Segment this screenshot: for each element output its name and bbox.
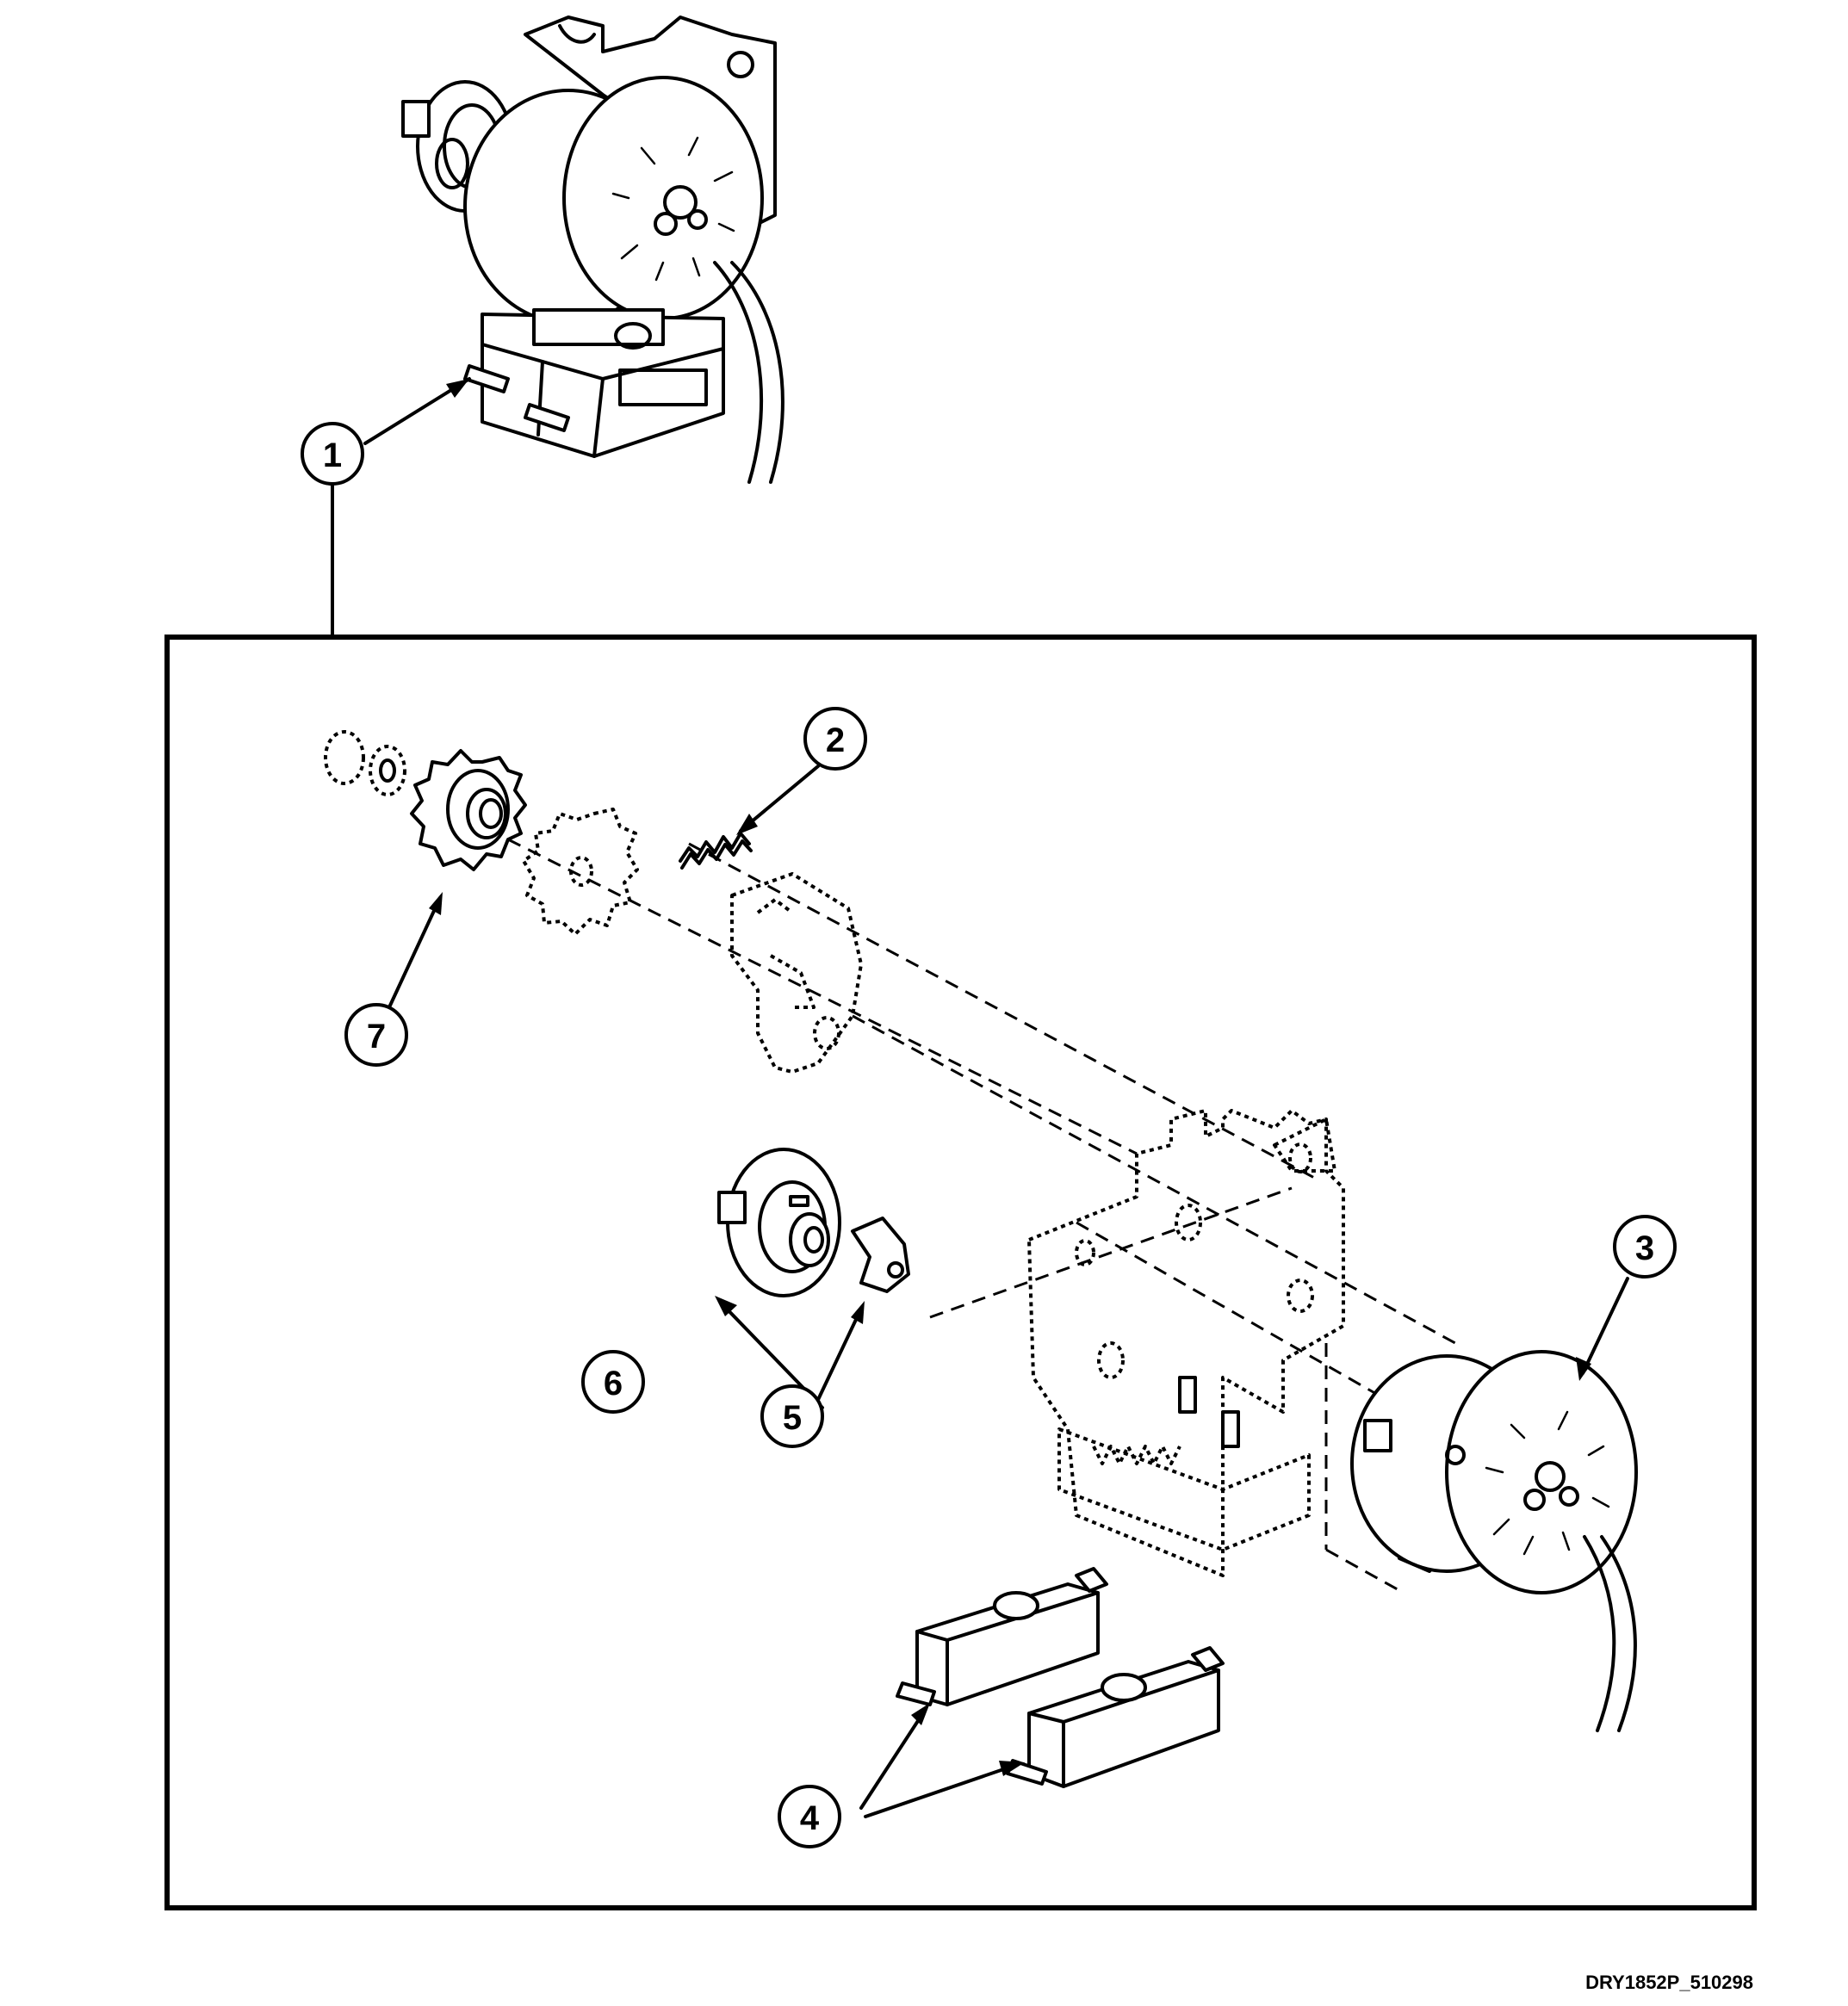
assembly-guide-lines	[507, 838, 1456, 1594]
callout-5-label: 5	[783, 1399, 802, 1437]
callout-3-label: 3	[1635, 1229, 1654, 1267]
phantom-gear	[522, 808, 639, 936]
callout-7: 7	[344, 1003, 408, 1067]
part-5-clip	[851, 1217, 910, 1293]
callout-2: 2	[803, 707, 867, 771]
part-4-switches	[896, 1567, 1225, 1788]
callout-3: 3	[1613, 1215, 1677, 1279]
callout-1-label: 1	[323, 436, 342, 474]
drawing-code: DRY1852P_510298	[1585, 1972, 1753, 1993]
callout-4-label: 4	[800, 1799, 820, 1837]
part-3-motor	[1350, 1350, 1638, 1732]
part-6-cam	[717, 1148, 841, 1297]
callout-1-leaders	[331, 377, 471, 639]
callout-7-label: 7	[367, 1018, 386, 1056]
callout-6-label: 6	[604, 1365, 623, 1402]
phantom-lever-bracket	[730, 872, 863, 1074]
phantom-main-bracket	[1027, 1109, 1345, 1577]
callout-6: 6	[581, 1350, 645, 1414]
callout-4: 4	[778, 1785, 841, 1848]
callout-1: 1	[301, 422, 364, 486]
timer-assembly-illustration	[401, 15, 784, 484]
exploded-view-frame	[164, 635, 1757, 1910]
callout-5: 5	[760, 1384, 824, 1448]
part-7-gear	[324, 730, 527, 871]
callout-2-label: 2	[826, 721, 845, 759]
part-2-spring	[679, 832, 753, 870]
callout-leaders	[388, 765, 1629, 1818]
